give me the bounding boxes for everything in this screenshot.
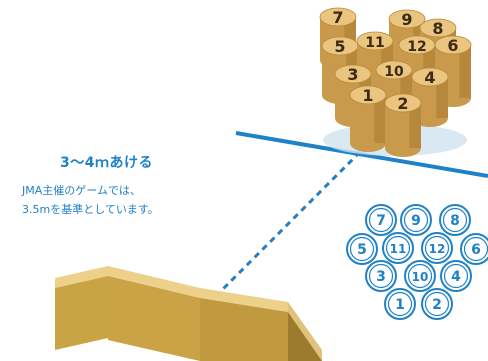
- pin-top: [375, 60, 413, 80]
- pin-number: 12: [407, 39, 426, 55]
- pin-top: [411, 67, 449, 87]
- pin-position-circle: 4: [440, 260, 472, 292]
- pin-position-circle: 1: [384, 288, 416, 320]
- pin-number: 11: [365, 35, 384, 51]
- pin-position-circle: 9: [400, 204, 432, 236]
- circle-number: 11: [390, 242, 407, 256]
- circle-number: 9: [411, 213, 421, 229]
- distance-dotted-line: [220, 150, 362, 292]
- pin: 2: [384, 93, 422, 157]
- note-line: 3.5mを基準としています。: [22, 203, 159, 216]
- circle-number: 5: [357, 242, 367, 258]
- circle-number: 10: [412, 270, 429, 284]
- pin-position-circle: 3: [365, 260, 397, 292]
- pin-position-circle: 6: [460, 233, 488, 265]
- pin-shade: [459, 45, 471, 98]
- wooden-throw-line: [55, 266, 322, 361]
- note-line: JMA主催のゲームでは、: [22, 184, 141, 197]
- pin-top: [356, 31, 394, 51]
- circle-number: 3: [376, 269, 386, 285]
- pin-number: 6: [447, 36, 458, 55]
- pin-number: 4: [424, 68, 435, 87]
- pin-top: [319, 7, 357, 27]
- circle-number: 2: [432, 297, 442, 313]
- pin-top: [384, 93, 422, 113]
- pin-shade: [436, 77, 448, 118]
- circle-number: 12: [429, 242, 446, 256]
- distance-note: JMA主催のゲームでは、 3.5mを基準としています。: [22, 181, 159, 219]
- pin-number: 8: [432, 19, 443, 38]
- circle-number: 6: [471, 242, 481, 258]
- pin-position-circle: 7: [365, 204, 397, 236]
- pin-number: 2: [397, 94, 408, 113]
- pin-position-circle: 12: [421, 232, 453, 264]
- pin-shade: [374, 95, 386, 143]
- pin-number: 7: [332, 8, 343, 27]
- pin-shade: [409, 103, 421, 148]
- pin-number: 9: [401, 10, 412, 29]
- pin-position-circle: 2: [421, 288, 453, 320]
- pin-position-circle: 8: [439, 204, 471, 236]
- pin-top: [434, 35, 472, 55]
- pin-number: 5: [334, 37, 345, 56]
- pin-top: [334, 64, 372, 84]
- pin-position-circle: 10: [404, 260, 436, 292]
- pin-number: 1: [362, 86, 373, 105]
- circle-number: 7: [376, 213, 386, 229]
- pin: 1: [349, 85, 387, 152]
- pin-top: [349, 85, 387, 105]
- pin-number: 3: [347, 65, 358, 84]
- circle-number: 1: [395, 297, 405, 313]
- pin-top: [388, 9, 426, 29]
- circle-number: 4: [451, 269, 461, 285]
- pin-position-circle: 11: [382, 232, 414, 264]
- pin-top: [419, 18, 457, 38]
- pin-number: 10: [384, 64, 404, 80]
- distance-heading: 3〜4ｍあける: [60, 155, 153, 171]
- baseline: [235, 131, 488, 178]
- pin-position-circle: 5: [346, 233, 378, 265]
- circle-number: 8: [450, 213, 460, 229]
